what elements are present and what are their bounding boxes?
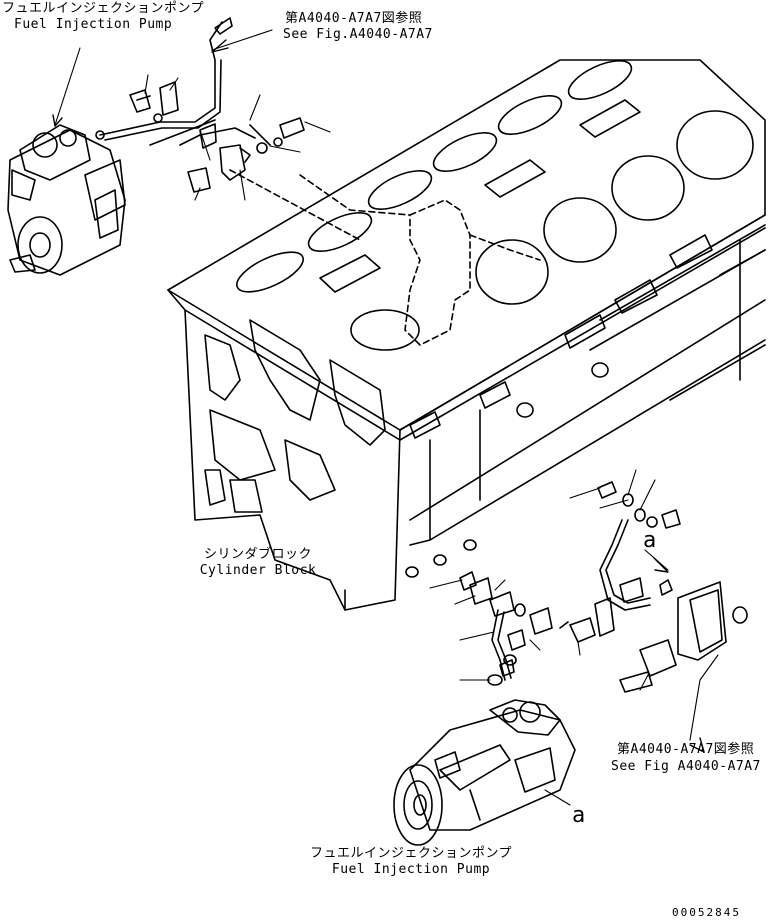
cylinder-block bbox=[168, 53, 765, 610]
drawing-number: 00052845 bbox=[672, 906, 741, 919]
figure-reference-right-en: See Fig A4040-A7A7 bbox=[611, 759, 761, 774]
small-parts-lower bbox=[460, 572, 552, 685]
pump-lower-label-en: Fuel Injection Pump bbox=[331, 862, 491, 877]
figure-reference-upper-jp: 第A4040-A7A7図参照 bbox=[285, 11, 423, 26]
leader-lines bbox=[55, 30, 718, 805]
arrows bbox=[53, 40, 704, 752]
fuel-pipe-upper bbox=[96, 18, 270, 162]
cylinder-block-label-en: Cylinder Block bbox=[199, 563, 317, 578]
figure-reference-upper-en: See Fig.A4040-A7A7 bbox=[283, 27, 433, 42]
fuel-injection-pump-upper bbox=[8, 125, 125, 275]
figure-reference-right-jp: 第A4040-A7A7図参照 bbox=[617, 742, 755, 757]
small-parts-upper bbox=[130, 82, 304, 192]
callout-a-lower: a bbox=[572, 803, 586, 828]
pump-upper-label-jp: フュエルインジェクションポンプ bbox=[2, 1, 205, 16]
small-parts-right bbox=[560, 482, 747, 692]
callout-a-upper: a bbox=[643, 528, 657, 553]
pump-upper-label-en: Fuel Injection Pump bbox=[14, 17, 173, 32]
cylinder-block-label-jp: シリンダブロック bbox=[203, 547, 313, 562]
fuel-injection-pump-lower bbox=[394, 700, 575, 845]
pump-lower-label-jp: フュエルインジェクションポンプ bbox=[309, 846, 513, 861]
